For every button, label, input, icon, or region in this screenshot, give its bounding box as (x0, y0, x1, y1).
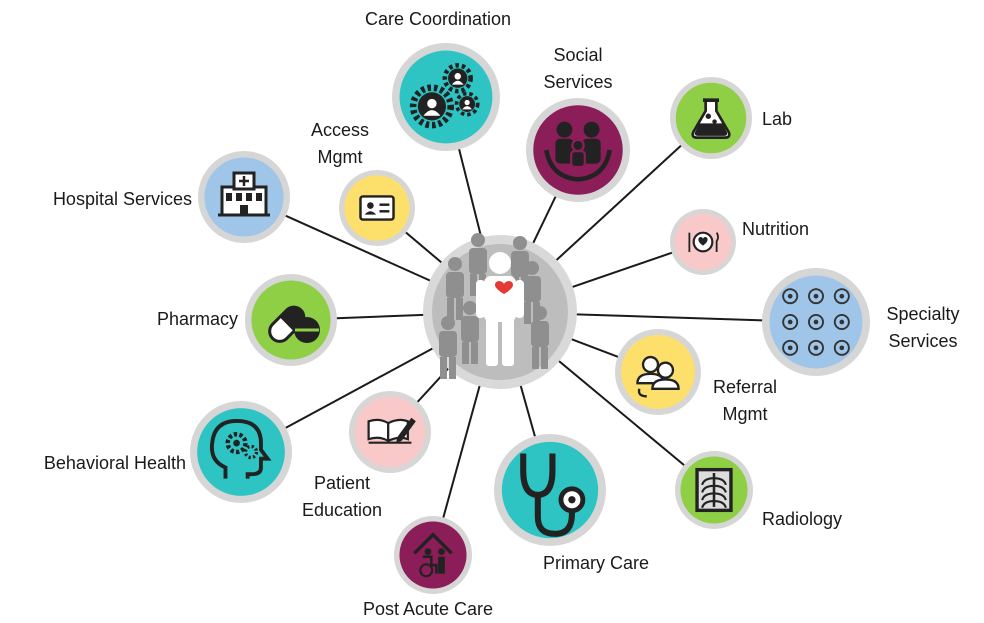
plate-icon (688, 231, 719, 253)
xray-icon (695, 467, 733, 513)
node-patient-education (349, 391, 431, 473)
node-behavioral-health (190, 401, 292, 503)
service-nodes (190, 43, 870, 594)
grid-icon (782, 288, 850, 356)
node-primary-care (494, 434, 606, 546)
heart-icon (495, 281, 513, 294)
node-post-acute-care (394, 516, 472, 594)
center-hub (423, 233, 577, 389)
label-patient-education: Patient Education (301, 473, 383, 520)
node-social-services (526, 98, 630, 202)
node-radiology (675, 451, 753, 529)
label-social-services: Social Services (543, 45, 613, 92)
node-access-mgmt (339, 170, 415, 246)
node-pharmacy (245, 274, 337, 366)
stethoscope-icon (520, 453, 586, 537)
node-fill (399, 521, 467, 589)
label-post-acute-care: Post Acute Care (362, 599, 494, 619)
label-care-coordination: Care Coordination (364, 9, 512, 29)
node-nutrition (670, 209, 736, 275)
family-icon (544, 121, 612, 182)
label-referral-mgmt: Referral Mgmt (712, 377, 778, 424)
node-care-coordination (392, 43, 500, 151)
house-icon (413, 532, 453, 578)
flask-icon (691, 98, 731, 139)
label-radiology: Radiology (762, 509, 843, 529)
label-primary-care: Primary Care (542, 553, 649, 573)
node-specialty-services (762, 268, 870, 376)
book-icon (367, 417, 416, 444)
idcard-icon (359, 195, 395, 221)
label-specialty-services: Specialty Services (886, 304, 960, 351)
label-pharmacy: Pharmacy (156, 309, 238, 329)
referral-icon (636, 355, 680, 398)
label-lab: Lab (762, 109, 793, 129)
node-fill (197, 408, 285, 496)
hospital-icon (218, 171, 270, 217)
patient-figure-icon (476, 252, 524, 366)
node-referral-mgmt (615, 329, 701, 415)
node-lab (670, 77, 752, 159)
label-behavioral-health: Behavioral Health (43, 453, 186, 473)
pills-icon (268, 305, 320, 343)
gears-people-icon (409, 63, 480, 129)
label-hospital-services: Hospital Services (52, 189, 192, 209)
label-access-mgmt: Access Mgmt (310, 120, 370, 167)
label-nutrition: Nutrition (742, 219, 810, 239)
node-hospital-services (198, 151, 290, 243)
